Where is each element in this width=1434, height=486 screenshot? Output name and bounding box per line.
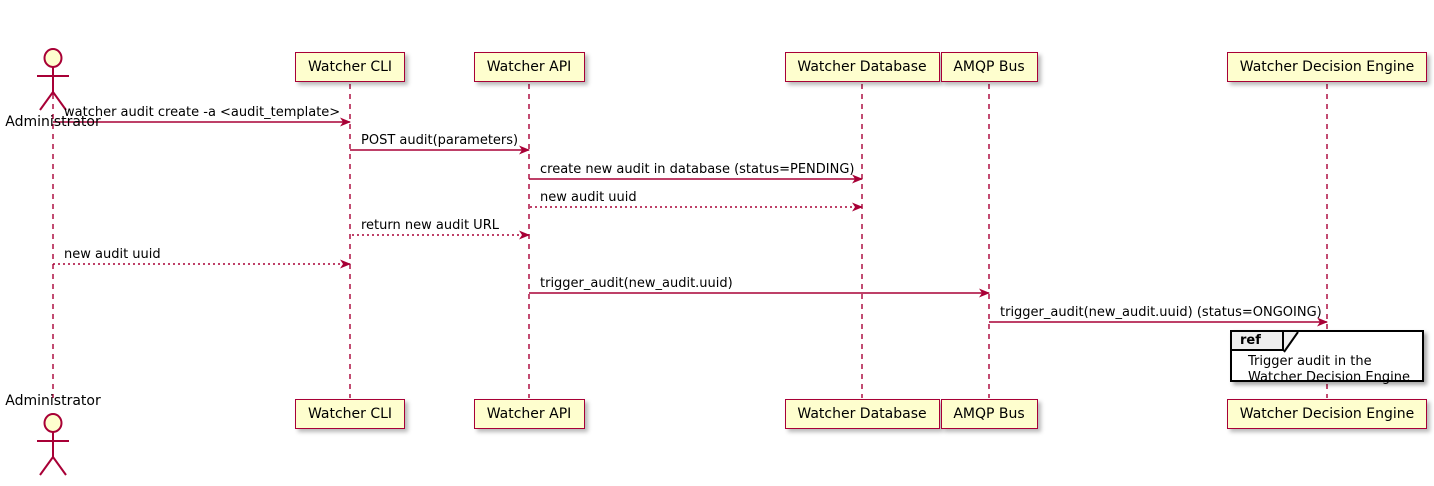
ref-fragment-keyword: ref bbox=[1232, 332, 1284, 351]
actor-figure-top bbox=[37, 48, 69, 111]
message-label-6: trigger_audit(new_audit.uuid) bbox=[540, 276, 733, 291]
participant-watcher-cli-top: Watcher CLI bbox=[295, 52, 405, 82]
actor-figure-bottom bbox=[37, 413, 69, 476]
actor-head-bottom bbox=[43, 413, 63, 433]
ref-fragment-line-0: Trigger audit in the bbox=[1248, 354, 1372, 369]
participant-watcher-database-top: Watcher Database bbox=[784, 52, 940, 82]
participant-watcher-api-top: Watcher API bbox=[473, 52, 585, 82]
participant-amqp-bus-top: AMQP Bus bbox=[940, 52, 1038, 82]
message-label-1: POST audit(parameters) bbox=[361, 133, 519, 148]
participant-watcher-decision-engine-bottom: Watcher Decision Engine bbox=[1227, 399, 1427, 429]
actor-leg-right-top bbox=[52, 91, 67, 111]
actor-label-administrator-bottom: Administrator bbox=[5, 393, 101, 409]
actor-label-administrator-top: Administrator bbox=[5, 114, 101, 130]
participant-watcher-database-bottom: Watcher Database bbox=[784, 399, 940, 429]
ref-fragment-tab-slant-line bbox=[1283, 332, 1299, 353]
actor-head-top bbox=[43, 48, 63, 68]
participant-amqp-bus-bottom: AMQP Bus bbox=[940, 399, 1038, 429]
participant-watcher-decision-engine-top: Watcher Decision Engine bbox=[1227, 52, 1427, 82]
message-label-3: new audit uuid bbox=[540, 190, 637, 205]
participant-watcher-cli-bottom: Watcher CLI bbox=[295, 399, 405, 429]
message-label-0: watcher audit create -a <audit_template> bbox=[64, 105, 341, 120]
participant-watcher-api-bottom: Watcher API bbox=[473, 399, 585, 429]
message-label-7: trigger_audit(new_audit.uuid) (status=ON… bbox=[1000, 305, 1322, 320]
message-label-5: new audit uuid bbox=[64, 247, 161, 262]
actor-leg-right-bottom bbox=[52, 456, 67, 476]
actor-leg-left-top bbox=[39, 91, 54, 111]
message-label-2: create new audit in database (status=PEN… bbox=[540, 162, 855, 177]
message-label-4: return new audit URL bbox=[361, 218, 499, 233]
actor-leg-left-bottom bbox=[39, 456, 54, 476]
ref-fragment-line-1: Watcher Decision Engine bbox=[1248, 370, 1410, 385]
